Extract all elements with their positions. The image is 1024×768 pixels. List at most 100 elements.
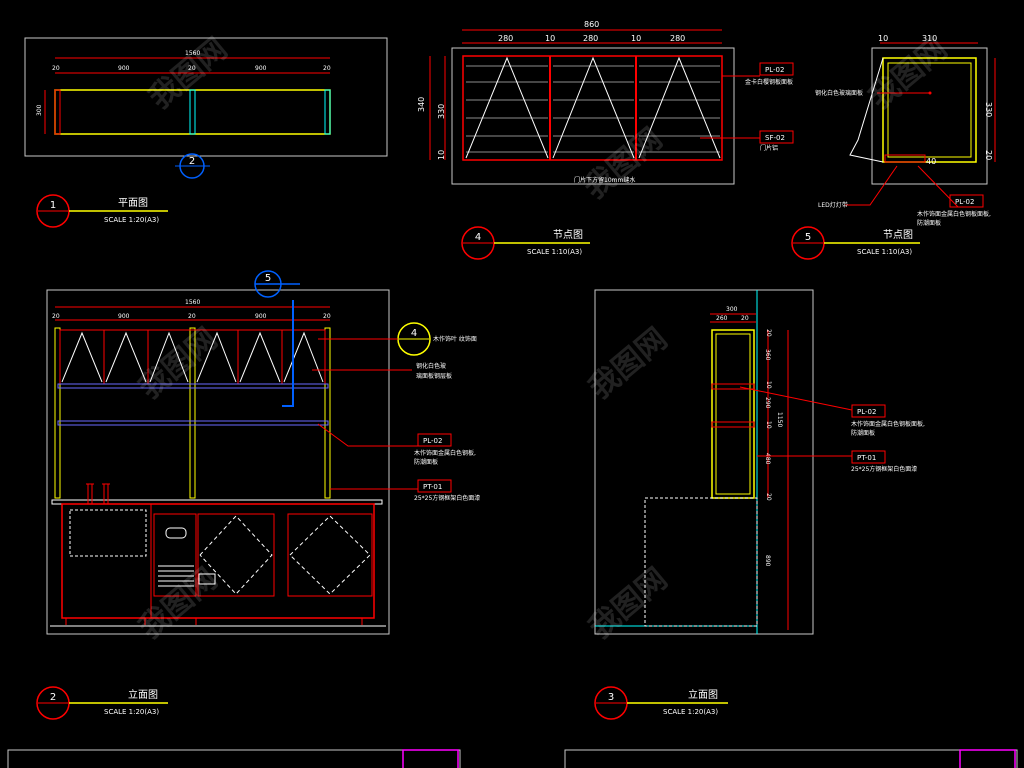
detail4-dim-seg-5: 280 bbox=[670, 34, 685, 43]
elev3-dim-right-6: 480 bbox=[764, 453, 771, 465]
elev3-tag-pl02-note-2: 防潮面板 bbox=[851, 429, 875, 437]
view-1-title: 平面图 bbox=[118, 197, 148, 209]
detail5-dim-right-1: 330 bbox=[984, 102, 993, 117]
elev2-door-1 bbox=[197, 513, 275, 597]
plan-dim-depth: 300 bbox=[36, 104, 43, 116]
detail4-tag-sf02: SF-02 bbox=[765, 134, 785, 142]
elev2-dim-seg-2: 900 bbox=[118, 313, 130, 320]
bottom-frame-left bbox=[7, 749, 461, 768]
elev3-dim-right-1: 20 bbox=[765, 329, 772, 337]
elev2-dim-seg-1: 20 bbox=[52, 313, 60, 320]
view-plan: 1560 20 900 20 900 20 300 2 1 平面图 SCALE … bbox=[24, 37, 388, 228]
view-1-scale: SCALE 1:20(A3) bbox=[104, 216, 159, 224]
elev2-tag-pl02: PL-02 bbox=[423, 437, 442, 445]
detail5-dim-bottom: 40 bbox=[926, 157, 936, 166]
elev2-dim-total: 1560 bbox=[185, 299, 200, 306]
view-1-number: 1 bbox=[50, 200, 56, 211]
detail5-dim-top-1: 10 bbox=[878, 34, 888, 43]
bottom-frame-right-stamp bbox=[959, 749, 1016, 768]
elev3-dim-top-total: 300 bbox=[726, 306, 738, 313]
plan-post-right bbox=[324, 89, 331, 135]
elev3-shelf-2 bbox=[711, 421, 755, 428]
elev2-section-line bbox=[282, 300, 294, 407]
detail4-cabinet bbox=[462, 55, 723, 161]
elev3-lower-cabinet bbox=[644, 497, 758, 627]
elev2-vent-grille bbox=[158, 565, 194, 587]
elev2-section-callout-num: 5 bbox=[265, 273, 271, 284]
view-elevation-3: 300 260 20 20 360 10 290 10 480 20 890 1… bbox=[594, 289, 925, 720]
view-4-number: 4 bbox=[475, 232, 481, 243]
plan-dim-seg-1: 20 bbox=[52, 65, 60, 72]
elev2-legs bbox=[65, 618, 363, 625]
view-detail-4: 860 280 10 280 10 280 340 330 10 bbox=[417, 20, 794, 260]
elev3-upper-cabinet-inner bbox=[715, 333, 751, 495]
elev3-dim-right-8: 890 bbox=[764, 555, 771, 567]
view-2-scale: SCALE 1:20(A3) bbox=[104, 708, 159, 716]
elev3-dim-right-2: 360 bbox=[764, 349, 771, 361]
detail5-leader-led bbox=[845, 165, 898, 206]
detail5-cabinet-body bbox=[882, 57, 977, 163]
detail4-frame bbox=[451, 47, 735, 185]
plan-dim-seg-3: 20 bbox=[188, 65, 196, 72]
elev3-tag-pt01: PT-01 bbox=[857, 454, 876, 462]
elev2-dim-seg-5: 20 bbox=[323, 313, 331, 320]
elev2-frame bbox=[46, 289, 390, 635]
elev2-tag-pt01-box bbox=[417, 479, 452, 493]
detail4-tag-sf02-box bbox=[759, 130, 794, 144]
detail5-frame bbox=[871, 47, 988, 185]
detail5-dim-right-2: 20 bbox=[984, 150, 993, 160]
detail5-leader-pl02 bbox=[917, 165, 959, 208]
detail4-door-swing bbox=[465, 56, 721, 159]
view-5-scale: SCALE 1:10(A3) bbox=[857, 248, 912, 256]
elev3-dim-top-3: 20 bbox=[741, 315, 749, 322]
elev2-post-mid bbox=[189, 327, 196, 499]
detail5-tag-pl02-note-2: 防潮面板 bbox=[917, 219, 941, 227]
elev2-leader-pl02 bbox=[317, 423, 418, 447]
detail5-led-strip bbox=[884, 154, 926, 163]
detail4-dim-seg-1: 280 bbox=[498, 34, 513, 43]
plan-post-mid bbox=[189, 89, 196, 135]
plan-dim-seg-2: 900 bbox=[118, 65, 130, 72]
elev3-side-label: 1150 bbox=[776, 412, 783, 427]
detail5-tag-pl02: PL-02 bbox=[955, 198, 974, 206]
elev2-control-panel bbox=[198, 573, 216, 585]
plan-frame bbox=[24, 37, 388, 157]
detail4-tag-pl02-note: 金卡白樱钢板面板 bbox=[745, 78, 793, 86]
detail4-shelf-lines bbox=[466, 65, 720, 153]
view-4-title: 节点图 bbox=[553, 229, 583, 241]
detail4-dim-left-part-2: 10 bbox=[437, 150, 446, 160]
elev2-lower-cabinet bbox=[61, 503, 375, 619]
elev2-dim-seg-4: 900 bbox=[255, 313, 267, 320]
view-4-scale: SCALE 1:10(A3) bbox=[527, 248, 582, 256]
detail5-tag-pl02-note-1: 木作饰面金属白色钢板面板, bbox=[917, 210, 991, 218]
detail4-dim-left-part-1: 330 bbox=[437, 104, 446, 119]
elev2-door-2 bbox=[287, 513, 373, 597]
elev3-shelf-1 bbox=[711, 383, 755, 390]
elev2-note-glass-1: 钢化白色玻 bbox=[416, 362, 446, 370]
plan-dim-seg-4: 900 bbox=[255, 65, 267, 72]
elev3-leader-pl02 bbox=[739, 386, 853, 411]
plan-post-left bbox=[54, 89, 61, 135]
elev2-door-swing-lower bbox=[199, 515, 371, 595]
elev2-glass-shelf-2 bbox=[57, 420, 329, 426]
plan-section-callout-num: 2 bbox=[189, 156, 195, 167]
elev2-tag-pl02-note-2: 防潮面板 bbox=[414, 458, 438, 466]
view-detail-5: 10 310 钢化白色玻璃面板 330 20 40 LED灯灯带 PL-02 木… bbox=[791, 34, 996, 260]
elev2-tag-pt01-note: 25*25方钢框架白色面漆 bbox=[414, 494, 480, 502]
detail4-dim-seg-4: 10 bbox=[631, 34, 641, 43]
detail5-led-label: LED灯灯带 bbox=[818, 201, 848, 209]
detail5-dim-top-2: 310 bbox=[922, 34, 937, 43]
elev2-dim-seg-3: 20 bbox=[188, 313, 196, 320]
view-3-number: 3 bbox=[608, 692, 614, 703]
elev2-upper-dividers bbox=[103, 330, 283, 384]
elev3-dim-right-3: 10 bbox=[765, 381, 772, 389]
detail4-tag-pl02-box bbox=[759, 62, 794, 76]
detail4-dim-total: 860 bbox=[584, 20, 599, 29]
detail4-tag-sf02-note: 门片铝 bbox=[760, 144, 778, 152]
view-3-title: 立面图 bbox=[688, 688, 718, 701]
detail5-tag-pl02-box bbox=[949, 194, 984, 208]
bottom-frame-left-stamp bbox=[402, 749, 459, 768]
elev3-tag-pt01-note: 25*25方钢框架白色面漆 bbox=[851, 465, 917, 473]
plan-dim-seg-5: 20 bbox=[323, 65, 331, 72]
